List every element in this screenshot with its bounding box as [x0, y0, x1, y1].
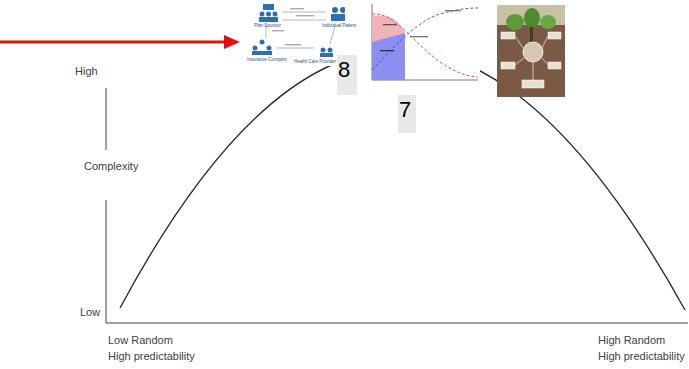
x-axis [106, 323, 688, 324]
thumbnail-text: Health Care Provider [294, 59, 336, 64]
axis-label: High Random [598, 334, 665, 347]
number-patch [398, 95, 416, 133]
chart-thumbnail [345, 0, 480, 80]
thumbnail-text: Individual Patient [322, 23, 356, 28]
callout-number: 7 [399, 97, 411, 122]
y-axis [106, 88, 107, 150]
thumbnail-text: Insurance Company [247, 57, 287, 62]
soil-thumbnail [497, 5, 565, 97]
axis-label: High predictability [108, 350, 195, 363]
number-patch [337, 55, 357, 95]
healthcare-thumbnail [242, 0, 347, 66]
pointer-arrow [0, 41, 226, 44]
arrow-head [224, 35, 240, 49]
y-axis [106, 200, 107, 323]
callout-number: 8 [338, 57, 350, 82]
axis-label: Low [80, 306, 100, 319]
axis-label: Low Random [108, 334, 173, 347]
axis-label: High [75, 65, 98, 78]
complexity-curve [120, 50, 685, 310]
axis-title: Complexity [84, 160, 138, 173]
axis-label: High predictability [598, 350, 685, 363]
thumbnail-text: Plan Sponsor [254, 23, 281, 28]
